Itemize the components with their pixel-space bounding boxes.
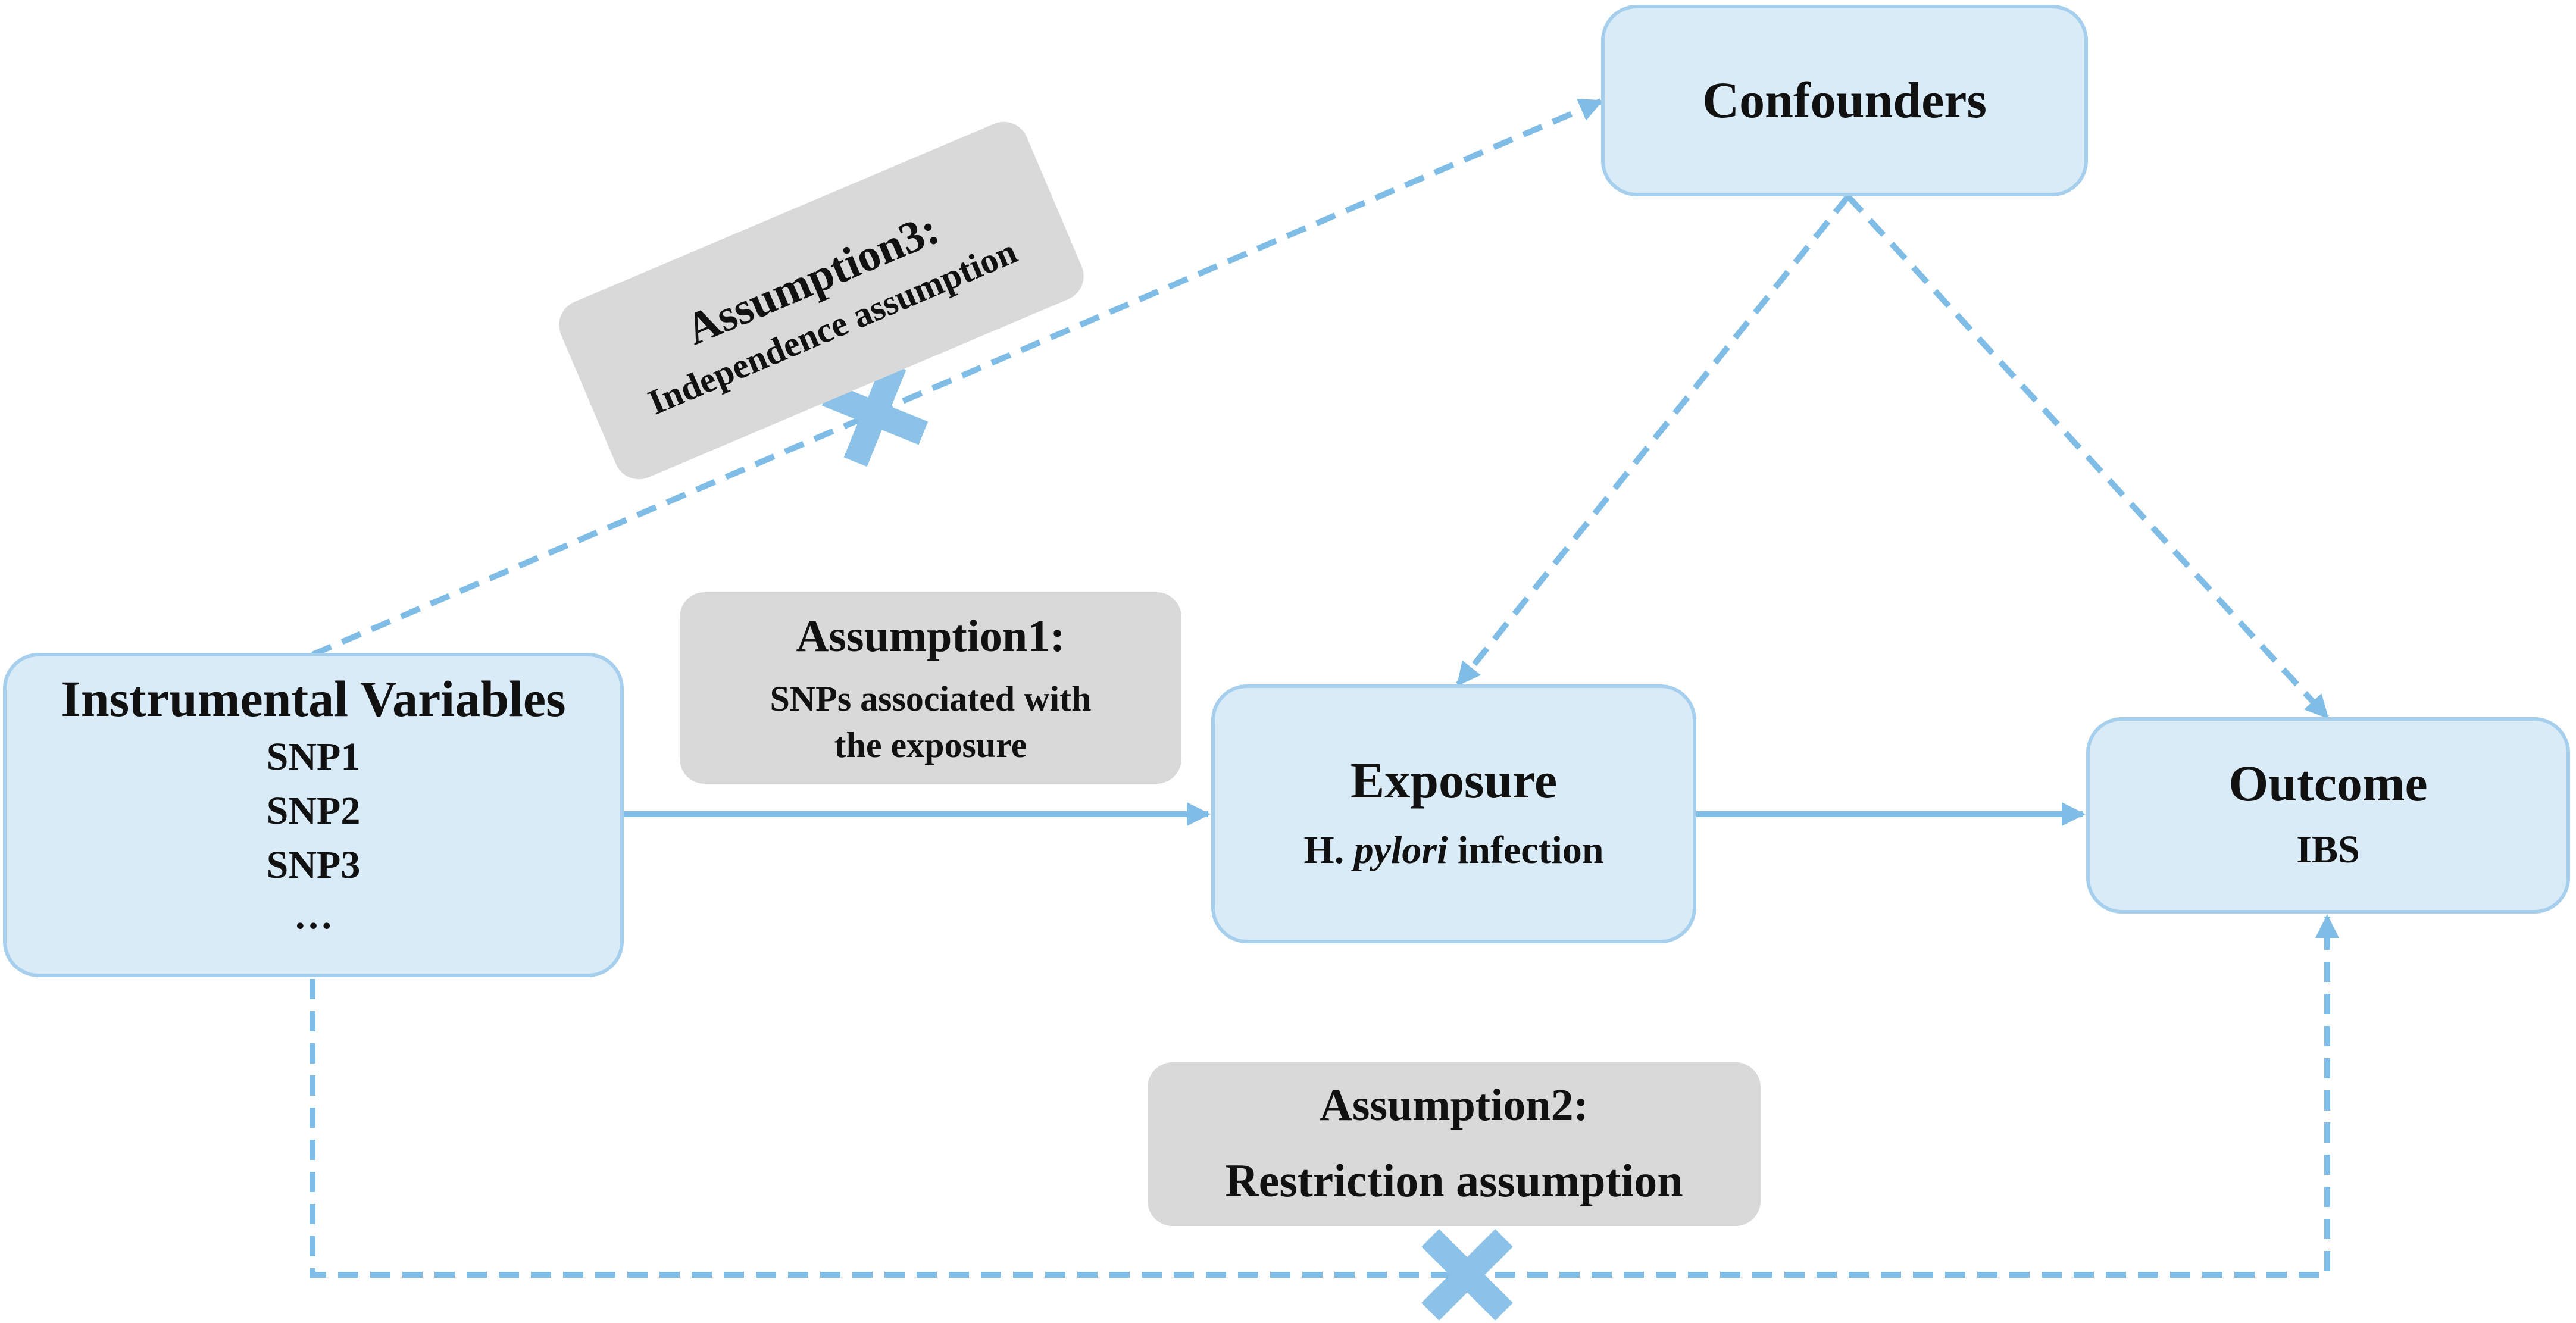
exposure-subtitle: H. pylori infection <box>1303 823 1603 878</box>
exposure-subtitle-suffix: infection <box>1448 828 1604 872</box>
arrow-confounders-to-outcome <box>1846 194 2330 720</box>
snp-item: SNP3 <box>266 843 361 887</box>
assumption1-line: SNPs associated with <box>770 678 1092 718</box>
cross-icon <box>1421 1229 1513 1321</box>
arrow-iv-to-outcome <box>310 914 2339 1278</box>
assumption2-note: Assumption2: Restriction assumption <box>1148 1062 1761 1226</box>
assumption2-subtitle: Restriction assumption <box>1225 1155 1683 1207</box>
confounders-title: Confounders <box>1702 71 1987 129</box>
cross-icon <box>821 360 929 467</box>
instrumental-variables-node: Instrumental Variables SNP1 SNP2 SNP3 … <box>3 653 624 977</box>
assumption1-title: Assumption1: <box>796 611 1065 661</box>
exposure-subtitle-italic: pylori <box>1353 828 1448 872</box>
assumption1-line: the exposure <box>834 725 1027 765</box>
assumption1-note: Assumption1: SNPs associated with the ex… <box>680 592 1181 784</box>
snp-item: SNP1 <box>266 735 361 779</box>
exposure-subtitle-prefix: H. <box>1303 828 1354 872</box>
snp-item: SNP2 <box>266 789 361 833</box>
exposure-title: Exposure <box>1350 751 1558 809</box>
snp-item: … <box>293 894 333 938</box>
exposure-node: Exposure H. pylori infection <box>1211 684 1696 943</box>
confounders-node: Confounders <box>1601 5 2088 196</box>
arrow-confounders-to-exposure <box>1456 194 1850 687</box>
instrumental-variables-title: Instrumental Variables <box>61 670 566 727</box>
assumption2-title: Assumption2: <box>1320 1080 1589 1131</box>
outcome-node: Outcome IBS <box>2086 717 2570 914</box>
outcome-title: Outcome <box>2228 755 2428 812</box>
outcome-subtitle: IBS <box>2296 828 2360 872</box>
arrow-iv-to-confounders <box>311 98 1603 658</box>
